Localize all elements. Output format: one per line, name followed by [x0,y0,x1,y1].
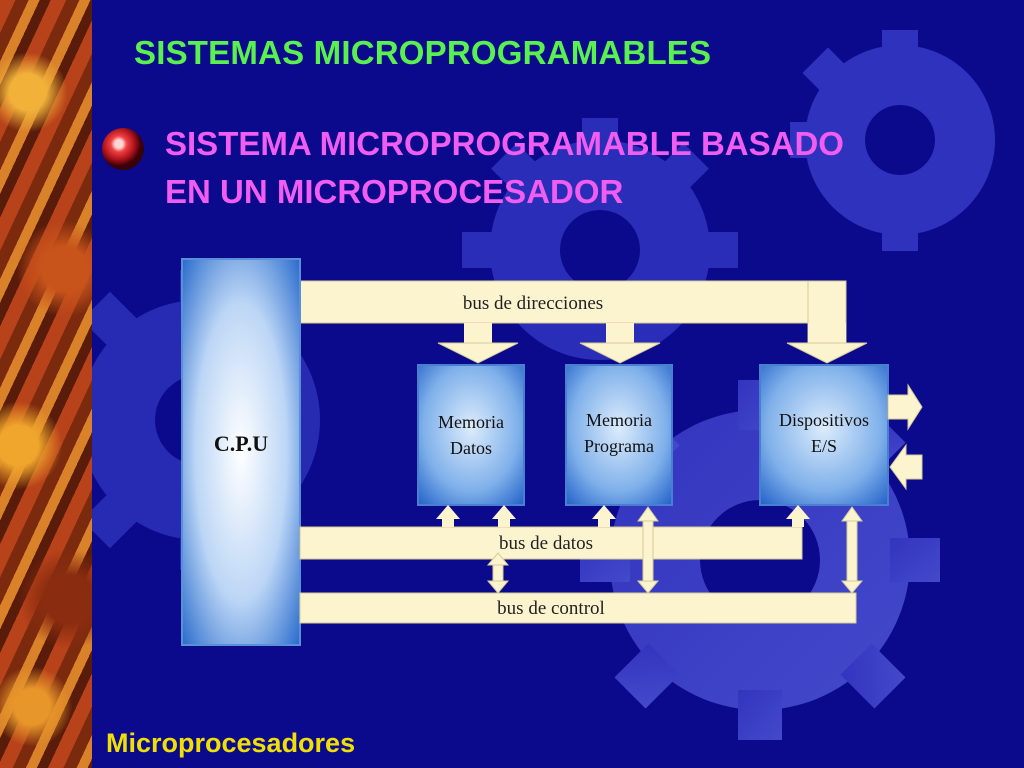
slide-footer: Microprocesadores [106,728,356,758]
data-bus-label: bus de datos [499,533,593,554]
memoria-programa-label-2: Programa [584,436,654,456]
address-bus-label: bus de direcciones [463,293,603,314]
cpu-block: C.P.U [181,258,301,646]
memoria-datos-label-1: Memoria [438,412,504,432]
data-bus: bus de datos [299,505,810,560]
control-bus-label: bus de control [497,598,605,619]
address-bus: bus de direcciones [299,280,868,364]
memoria-datos-label-2: Datos [450,438,492,458]
dispositivos-es-block: Dispositivos E/S [759,364,889,506]
slide-subtitle: SISTEMA MICROPROGRAMABLE BASADO EN UN MI… [165,120,1005,216]
control-bus: bus de control [299,592,857,624]
dispositivos-label-1: Dispositivos [779,410,869,430]
dispositivos-label-2: E/S [811,436,837,456]
microprocessor-system-diagram: bus de direcciones C.P.U Memoria Datos M… [181,258,923,646]
memoria-programa-label-1: Memoria [586,410,652,430]
gear-icon [790,30,995,251]
decorative-gear-strip [0,0,92,768]
control-connectors [486,506,864,594]
bullet-icon [102,128,144,170]
memoria-programa-block: Memoria Programa [565,364,673,506]
memoria-datos-block: Memoria Datos [417,364,525,506]
subtitle-line-1: SISTEMA MICROPROGRAMABLE BASADO [165,125,844,162]
subtitle-line-2: EN UN MICROPROCESADOR [165,173,624,210]
io-arrows [887,383,923,491]
cpu-label: C.P.U [214,431,268,456]
slide-title: SISTEMAS MICROPROGRAMABLES [134,34,712,71]
